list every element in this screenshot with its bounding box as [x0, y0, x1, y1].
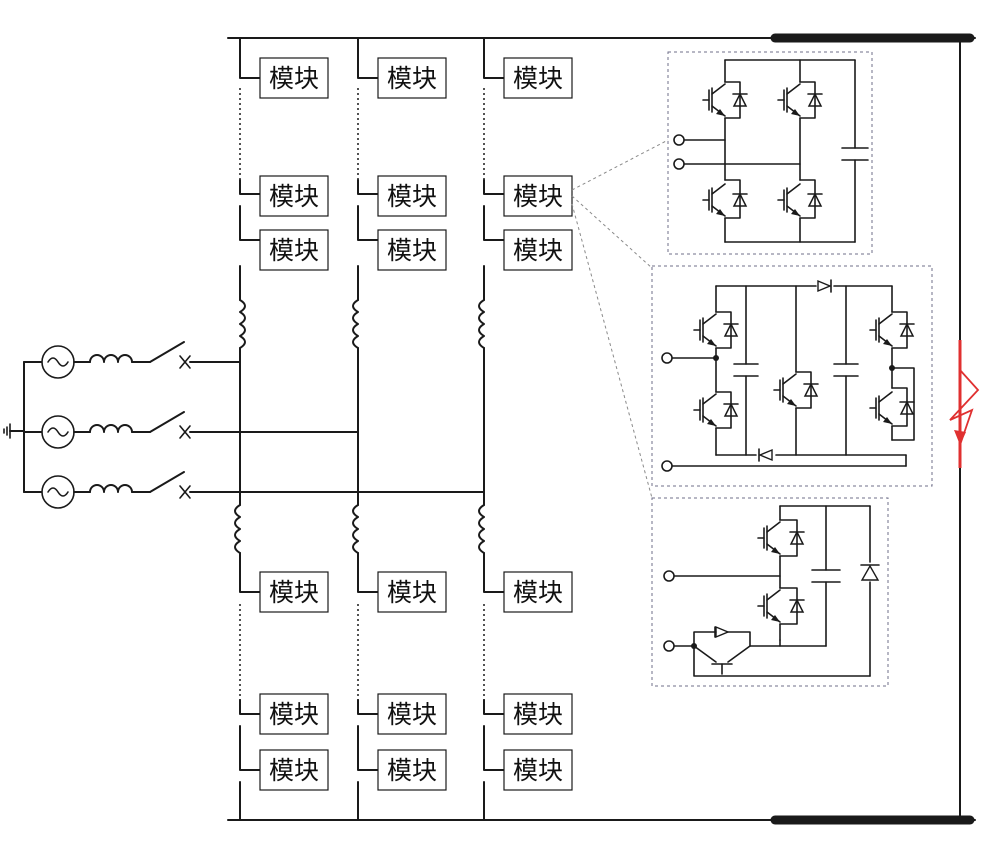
terminal-icon	[661, 352, 673, 364]
igbt-icon	[693, 313, 717, 347]
module-box: 模块	[259, 229, 329, 271]
svg-text:模块: 模块	[387, 700, 437, 729]
module-box: 模块	[377, 175, 447, 217]
breaker-icon	[179, 425, 191, 439]
svg-text:模块: 模块	[387, 64, 437, 93]
svg-text:模块: 模块	[269, 578, 319, 607]
terminal-icon	[673, 134, 685, 146]
module-box: 模块	[503, 57, 573, 99]
svg-text:模块: 模块	[513, 756, 563, 785]
igbt-icon	[777, 183, 801, 217]
module-box: 模块	[503, 749, 573, 791]
module-box: 模块	[259, 571, 329, 613]
inset-half-bridge	[651, 497, 889, 687]
breaker-icon	[179, 355, 191, 369]
phase-arm-a: 模块 模块 模块 模块 模块 模块	[234, 37, 329, 821]
diode-icon	[758, 448, 773, 462]
svg-text:模块: 模块	[387, 756, 437, 785]
module-box: 模块	[259, 749, 329, 791]
svg-text:模块: 模块	[269, 756, 319, 785]
module-box: 模块	[377, 229, 447, 271]
dc-line-with-fault	[949, 37, 980, 821]
igbt-icon	[869, 391, 893, 425]
phase-arm-b: 模块 模块 模块 模块 模块 模块	[352, 37, 447, 821]
svg-text:模块: 模块	[387, 578, 437, 607]
igbt-icon	[773, 373, 797, 407]
svg-text:模块: 模块	[513, 182, 563, 211]
svg-text:模块: 模块	[387, 236, 437, 265]
inset-clamp-double	[651, 265, 933, 487]
diode-icon	[715, 625, 730, 639]
diode-icon	[860, 564, 880, 581]
terminal-icon	[663, 570, 675, 582]
module-box: 模块	[503, 175, 573, 217]
module-box: 模块	[259, 693, 329, 735]
svg-text:模块: 模块	[387, 182, 437, 211]
fault-lightning-icon	[949, 369, 980, 446]
igbt-icon	[777, 83, 801, 117]
igbt-icon	[693, 393, 717, 427]
module-box: 模块	[259, 57, 329, 99]
callout-lines	[571, 139, 669, 499]
svg-text:模块: 模块	[269, 236, 319, 265]
igbt-icon	[757, 521, 781, 555]
module-box: 模块	[259, 175, 329, 217]
phase-arm-c: 模块 模块 模块 模块 模块 模块	[478, 37, 573, 821]
module-box: 模块	[377, 693, 447, 735]
svg-text:模块: 模块	[513, 236, 563, 265]
terminal-icon	[673, 158, 685, 170]
diode-icon	[817, 279, 832, 293]
ground-icon	[3, 423, 11, 439]
igbt-icon	[702, 83, 726, 117]
module-box: 模块	[377, 571, 447, 613]
breaker-icon	[179, 485, 191, 499]
terminal-icon	[663, 640, 675, 652]
igbt-icon	[869, 313, 893, 347]
module-box: 模块	[503, 693, 573, 735]
terminal-icon	[661, 460, 673, 472]
igbt-icon	[702, 183, 726, 217]
igbt-icon	[757, 589, 781, 623]
svg-text:模块: 模块	[513, 700, 563, 729]
ac-source-group	[3, 341, 485, 509]
module-box: 模块	[377, 749, 447, 791]
svg-text:模块: 模块	[513, 578, 563, 607]
module-box: 模块	[377, 57, 447, 99]
svg-text:模块: 模块	[269, 182, 319, 211]
module-box: 模块	[503, 571, 573, 613]
svg-text:模块: 模块	[269, 64, 319, 93]
inset-full-bridge	[667, 51, 873, 255]
svg-text:模块: 模块	[269, 700, 319, 729]
module-box: 模块	[503, 229, 573, 271]
svg-text:模块: 模块	[513, 64, 563, 93]
